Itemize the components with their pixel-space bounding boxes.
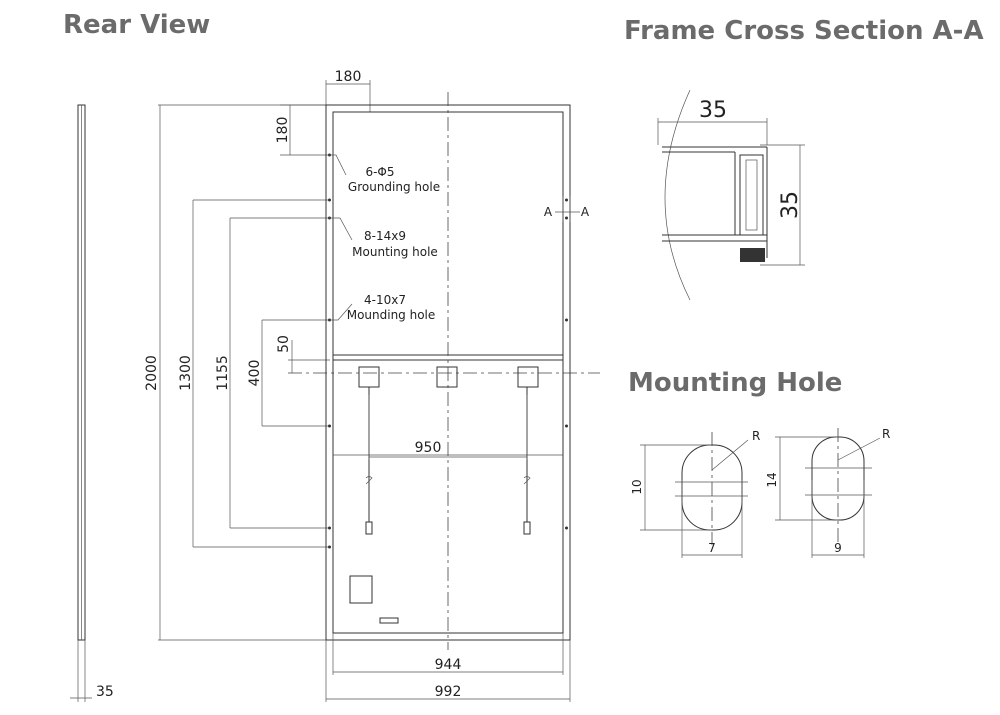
grounding-hole-label: Grounding hole [348,180,440,194]
dim-left-180: 180 [275,117,291,144]
junction-boxes [358,366,539,388]
mounting-hole-large-drawing [775,428,881,558]
mounting-hole-title: Mounting Hole [628,368,843,398]
section-a-right: A [581,205,590,219]
dim-1155: 1155 [215,355,231,391]
dim-1155-lines [229,217,330,529]
section-a-marks [555,196,580,222]
mounting-hole-small-width: 7 [708,541,716,555]
dim-1300-lines [192,199,330,548]
dim-2000: 2000 [144,355,160,391]
dim-top-180: 180 [335,69,362,85]
frame-section-drawing [657,89,805,301]
mounting-hole-small-height: 10 [630,479,644,494]
dim-1300: 1300 [178,355,194,391]
side-profile [70,104,92,702]
dim-944: 944 [435,657,462,673]
mounting-hole-10x7-spec: 4-10x7 [364,293,406,307]
mounting-hole-small-radius: R [752,429,760,443]
dim-400-lines [261,319,330,427]
dim-50: 50 [276,335,292,353]
dim-left-180-lines [280,104,330,156]
section-a-left: A [544,205,553,219]
grounding-hole-spec: 6-Φ5 [365,165,394,179]
label-leaders [329,154,353,321]
dim-depth-35: 35 [96,684,114,700]
mounting-hole-14x9-spec: 8-14x9 [364,229,406,243]
dim-944-992-lines [325,633,571,702]
frame-height-35: 35 [778,191,803,219]
mounting-hole-large-width: 9 [834,541,842,555]
panel-back-label [349,575,399,624]
dim-950-lines [368,395,528,460]
rear-view-title: Rear View [63,10,211,40]
mounting-hole-large-height: 14 [765,472,779,487]
mounting-hole-large-radius: R [882,427,890,441]
dim-50-lines [288,340,600,374]
mounting-hole-10x7-label: Mounding hole [347,308,436,322]
dim-400: 400 [247,360,263,387]
dim-top-180-lines [325,80,371,112]
frame-section-title: Frame Cross Section A-A [624,16,984,46]
dim-950: 950 [415,440,442,456]
mounting-hole-small-drawing [640,432,749,558]
mounting-hole-14x9-label: Mounting hole [352,245,438,259]
frame-width-35: 35 [699,98,727,123]
dim-992: 992 [435,684,462,700]
